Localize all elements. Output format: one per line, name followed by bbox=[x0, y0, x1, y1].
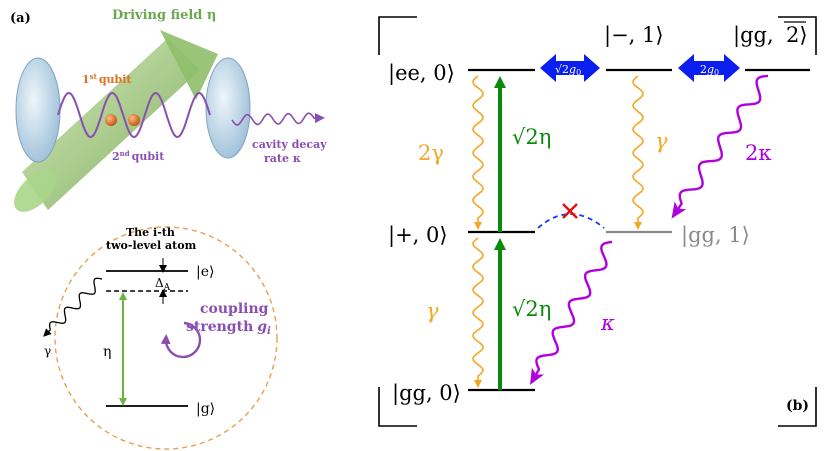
panel-b: |ee, 0⟩ |−, 1⟩ |gg, 2⟩ |+, 0⟩ |gg, 1⟩ |g… bbox=[378, 16, 817, 427]
decay-plus0-gg0 bbox=[472, 237, 484, 388]
coupling-circular-arrow bbox=[160, 321, 202, 359]
state-gg2-left: |gg, bbox=[733, 23, 774, 48]
state-plus0: |+, 0⟩ bbox=[388, 223, 448, 248]
state-gg2: |gg, 2⟩ bbox=[733, 21, 808, 48]
rate-gamma-bottom: γ bbox=[426, 299, 439, 323]
bracket-bottom-right bbox=[778, 387, 817, 427]
cavity-decay-line2: rate κ bbox=[264, 152, 301, 165]
ground-state-label: |g⟩ bbox=[196, 401, 215, 417]
state-ee0: |ee, 0⟩ bbox=[388, 61, 455, 86]
rate-sqrt2eta-lower: √2η bbox=[512, 297, 551, 321]
state-gg2-right: 2⟩ bbox=[786, 23, 808, 47]
rate-two-gamma: 2γ bbox=[418, 141, 444, 165]
blocked-cross-icon bbox=[562, 203, 578, 219]
rate-gamma-right: γ bbox=[655, 129, 668, 153]
cavity-mode-wave bbox=[57, 91, 211, 139]
rate-sqrt2eta-upper: √2η bbox=[512, 125, 551, 149]
driving-field-label: Driving field η bbox=[112, 8, 216, 23]
cavity-decay-line1: cavity decay bbox=[252, 138, 327, 151]
coupling-2g0-label: 2g0 bbox=[700, 63, 719, 77]
atom-zoom-circle bbox=[54, 226, 278, 450]
driving-field-arrowhead bbox=[160, 30, 218, 100]
state-gg0: |gg, 0⟩ bbox=[392, 381, 461, 406]
first-atom bbox=[105, 114, 117, 126]
atom-title-line1: The i-th bbox=[126, 226, 175, 239]
atom-decay-arrow bbox=[43, 277, 103, 337]
cavity-decay-gg2-gg1 bbox=[671, 74, 769, 219]
decay-minus1-gg1 bbox=[632, 75, 644, 230]
coupling-arrow-2g0: 2g0 bbox=[678, 54, 740, 82]
state-minus1: |−, 1⟩ bbox=[604, 23, 664, 48]
bracket-bottom-left bbox=[378, 387, 417, 427]
decay-ee0-plus0 bbox=[472, 75, 484, 230]
bracket-top-left bbox=[378, 16, 417, 55]
second-atom bbox=[128, 114, 140, 126]
panel-b-label: (b) bbox=[786, 398, 809, 414]
bracket-top-right bbox=[778, 16, 817, 55]
cavity-decay-arrow bbox=[231, 112, 325, 126]
coupling-label-line1: coupling bbox=[200, 301, 269, 317]
excited-state-label: |e⟩ bbox=[196, 264, 214, 280]
panel-a-label: (a) bbox=[10, 11, 31, 26]
atom-decay-label: γ bbox=[44, 344, 51, 358]
state-gg1: |gg, 1⟩ bbox=[681, 223, 750, 248]
rate-two-kappa: 2κ bbox=[745, 141, 772, 165]
coupling-arrow-sqrt2g0: √2g0 bbox=[540, 54, 600, 82]
coupling-sqrt2g0-label: √2g0 bbox=[555, 63, 581, 77]
blocked-coupling-dashed bbox=[537, 213, 605, 229]
left-mirror bbox=[15, 57, 61, 163]
atom-title-line2: two-level atom bbox=[106, 239, 197, 252]
cavity-decay-gg1-gg0 bbox=[530, 240, 613, 385]
right-mirror bbox=[205, 57, 251, 159]
atom-drive-label: η bbox=[103, 344, 111, 360]
rate-kappa: κ bbox=[600, 311, 615, 335]
detuning-label: ΔA bbox=[155, 276, 171, 293]
